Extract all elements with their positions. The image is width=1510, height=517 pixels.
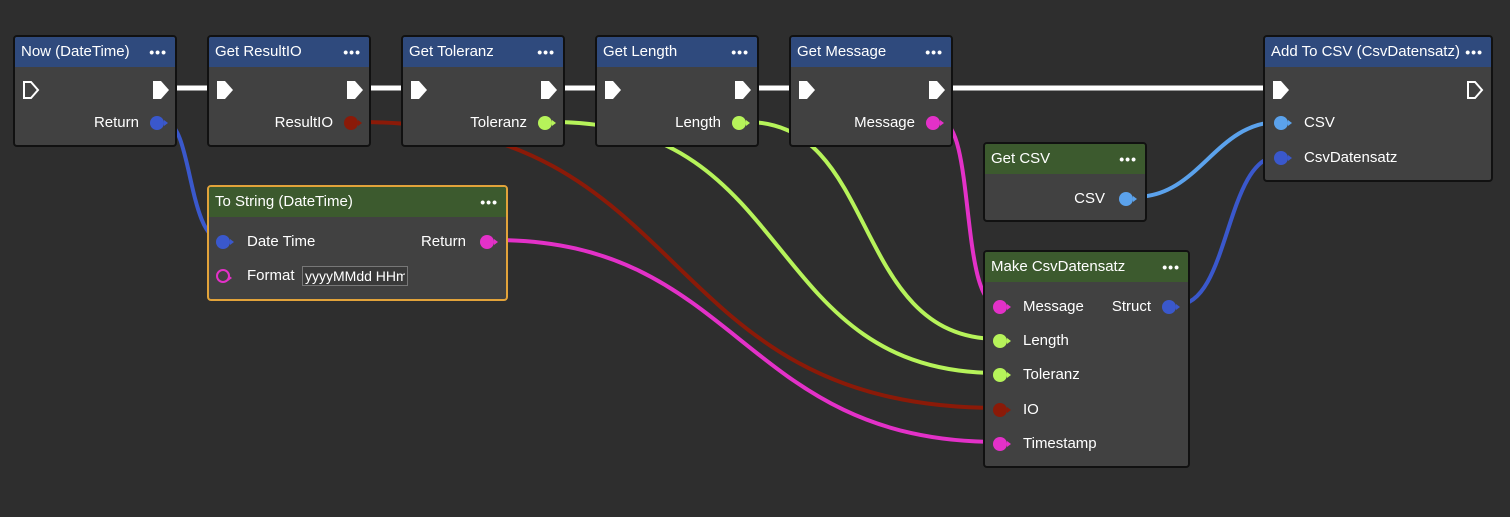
timestamp-in-pin-icon[interactable]	[993, 437, 1011, 451]
pin-label-resultio: ResultIO	[274, 114, 333, 131]
exec-out-pin-icon[interactable]	[346, 80, 364, 100]
pin-label-csvdatensatz: CsvDatensatz	[1304, 149, 1398, 166]
message-in-pin-icon[interactable]	[993, 300, 1011, 314]
exec-in-pin-icon[interactable]	[216, 80, 234, 100]
pin-label-csv: CSV	[1074, 190, 1105, 207]
node-title: Get Length	[603, 43, 678, 60]
node-header[interactable]: Get CSV •••	[985, 144, 1145, 174]
node-title: Now (DateTime)	[21, 43, 130, 60]
node-header[interactable]: Get Toleranz •••	[403, 37, 563, 67]
more-options-icon[interactable]: •••	[480, 194, 498, 210]
message-out-pin-icon[interactable]	[926, 116, 944, 130]
format-input[interactable]	[302, 266, 408, 286]
node-header[interactable]: Now (DateTime) •••	[15, 37, 175, 67]
pin-label-io: IO	[1023, 401, 1039, 418]
toleranz-out-pin-icon[interactable]	[538, 116, 556, 130]
exec-in-pin-icon[interactable]	[22, 80, 40, 100]
node-title: Get ResultIO	[215, 43, 302, 60]
wire-toleranz-to-toleranz[interactable]	[552, 120, 999, 375]
node-header[interactable]: Add To CSV (CsvDatensatz) •••	[1265, 37, 1491, 67]
more-options-icon[interactable]: •••	[925, 44, 943, 60]
node-title: Make CsvDatensatz	[991, 258, 1126, 275]
node-title: Add To CSV (CsvDatensatz)	[1271, 43, 1460, 60]
length-out-pin-icon[interactable]	[732, 116, 750, 130]
pin-label-struct: Struct	[1111, 298, 1151, 315]
exec-in-pin-icon[interactable]	[604, 80, 622, 100]
more-options-icon[interactable]: •••	[731, 44, 749, 60]
more-options-icon[interactable]: •••	[1162, 259, 1180, 275]
node-get-length[interactable]: Get Length ••• Length	[595, 35, 759, 147]
node-title: Get Message	[797, 43, 887, 60]
io-in-pin-icon[interactable]	[993, 403, 1011, 417]
node-title: To String (DateTime)	[215, 193, 353, 210]
pin-label-date-time: Date Time	[247, 233, 316, 250]
node-make-csvdatensatz[interactable]: Make CsvDatensatz ••• Message Struct Len…	[983, 250, 1190, 468]
node-header[interactable]: To String (DateTime) •••	[209, 187, 506, 217]
more-options-icon[interactable]: •••	[149, 44, 167, 60]
wire-struct-to-csvdatensatz[interactable]	[1176, 154, 1280, 307]
pin-label-message: Message	[1023, 298, 1084, 315]
exec-out-pin-icon[interactable]	[540, 80, 558, 100]
toleranz-in-pin-icon[interactable]	[993, 368, 1011, 382]
return-out-pin-icon[interactable]	[150, 116, 168, 130]
return-out-pin-icon[interactable]	[480, 235, 498, 249]
node-to-string-datetime[interactable]: To String (DateTime) ••• Date Time Retur…	[207, 185, 508, 301]
pin-label-csv: CSV	[1304, 114, 1335, 131]
exec-out-pin-icon[interactable]	[928, 80, 946, 100]
node-get-resultio[interactable]: Get ResultIO ••• ResultIO	[207, 35, 371, 147]
node-header[interactable]: Make CsvDatensatz •••	[985, 252, 1188, 282]
csvdatensatz-in-pin-icon[interactable]	[1274, 151, 1292, 165]
datetime-in-pin-icon[interactable]	[216, 235, 234, 249]
format-in-pin-icon[interactable]	[216, 269, 232, 283]
exec-out-pin-icon[interactable]	[1466, 80, 1484, 100]
csv-out-pin-icon[interactable]	[1119, 192, 1137, 206]
more-options-icon[interactable]: •••	[537, 44, 555, 60]
pin-label-message: Message	[854, 114, 915, 131]
node-title: Get Toleranz	[409, 43, 494, 60]
node-header[interactable]: Get Message •••	[791, 37, 951, 67]
node-title: Get CSV	[991, 150, 1051, 167]
exec-in-pin-icon[interactable]	[410, 80, 428, 100]
exec-out-pin-icon[interactable]	[734, 80, 752, 100]
exec-in-pin-icon[interactable]	[798, 80, 816, 100]
more-options-icon[interactable]: •••	[343, 44, 361, 60]
node-header[interactable]: Get ResultIO •••	[209, 37, 369, 67]
node-get-toleranz[interactable]: Get Toleranz ••• Toleranz	[401, 35, 565, 147]
pin-label-return: Return	[420, 233, 466, 250]
exec-in-pin-icon[interactable]	[1272, 80, 1290, 100]
node-get-message[interactable]: Get Message ••• Message	[789, 35, 953, 147]
pin-label-length: Length	[675, 114, 721, 131]
pin-label-length: Length	[1023, 332, 1069, 349]
wire-getcsv-to-csv[interactable]	[1134, 120, 1280, 199]
more-options-icon[interactable]: •••	[1465, 44, 1483, 60]
length-in-pin-icon[interactable]	[993, 334, 1011, 348]
pin-label-toleranz: Toleranz	[470, 114, 527, 131]
pin-label-format: Format	[247, 267, 295, 284]
node-now-datetime[interactable]: Now (DateTime) ••• Return	[13, 35, 177, 147]
pin-label-timestamp: Timestamp	[1023, 435, 1097, 452]
node-get-csv[interactable]: Get CSV ••• CSV	[983, 142, 1147, 222]
pin-label-toleranz: Toleranz	[1023, 366, 1080, 383]
more-options-icon[interactable]: •••	[1119, 151, 1137, 167]
node-add-to-csv[interactable]: Add To CSV (CsvDatensatz) ••• CSV CsvDat…	[1263, 35, 1493, 182]
node-header[interactable]: Get Length •••	[597, 37, 757, 67]
csv-in-pin-icon[interactable]	[1274, 116, 1292, 130]
struct-out-pin-icon[interactable]	[1162, 300, 1180, 314]
resultio-out-pin-icon[interactable]	[344, 116, 362, 130]
exec-out-pin-icon[interactable]	[152, 80, 170, 100]
pin-label-return: Return	[93, 114, 139, 131]
wire-tostring-return-to-timestamp[interactable]	[494, 238, 999, 444]
